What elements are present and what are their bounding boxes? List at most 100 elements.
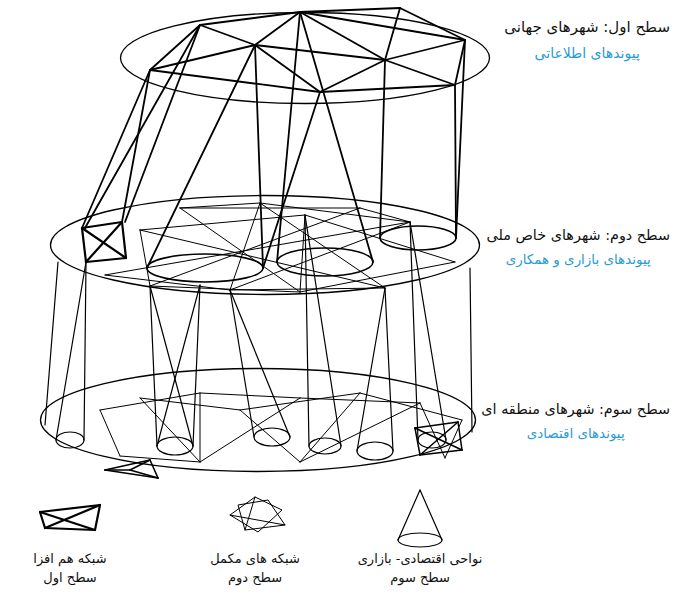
legend-text: شبکه هم افزا سطح اول (20, 550, 120, 588)
network-link (263, 92, 320, 268)
market-area (147, 254, 263, 282)
network-link (305, 215, 309, 446)
level-region: سطح سوم: شهرهای منطقه ایپیوندهای اقتصادی (40, 368, 476, 472)
network-link (300, 403, 420, 462)
network-link (150, 208, 360, 286)
level-ellipse (50, 195, 480, 295)
level-title: سطح اول: شهرهای جهانی (504, 18, 670, 38)
network-link (230, 290, 290, 437)
network-link (105, 222, 410, 275)
network-link (122, 70, 150, 222)
network-link (150, 45, 255, 70)
network-link (140, 230, 150, 286)
network-link (100, 410, 120, 456)
network-link (300, 398, 420, 403)
network-link (180, 208, 360, 209)
legend-text: شبکه های مکمل سطح دوم (200, 550, 310, 588)
level-label: سطح دوم: شهرهای خاص ملی پیوندهای بازاری و… (486, 226, 670, 268)
network-link (255, 45, 263, 268)
network-link (458, 422, 462, 450)
network-link (193, 285, 200, 446)
network-link (140, 398, 200, 462)
link-type: پیوندهای بازاری و همکاری (486, 251, 670, 268)
network-link (230, 290, 254, 437)
link-type: پیوندهای اطلاعاتی (504, 44, 670, 62)
network-link (470, 268, 472, 432)
network-link (360, 393, 462, 420)
network-link (200, 25, 255, 45)
network-link (130, 470, 158, 478)
network-link (200, 393, 201, 462)
network-link (140, 230, 385, 288)
legend-entry: نواحی اقتصادی- بازاری سطح سوم (345, 550, 495, 588)
network-link (245, 497, 255, 530)
network-link (122, 222, 126, 258)
network-link (56, 262, 86, 440)
network-link (240, 410, 300, 462)
network-link (277, 12, 300, 262)
network-link (180, 208, 300, 292)
network-link (260, 203, 385, 288)
level-title: سطح سوم: شهرهای منطقه ای (481, 400, 670, 419)
network-link (260, 203, 410, 222)
network-link (300, 215, 305, 292)
network-link (86, 258, 126, 262)
network-link (455, 85, 456, 238)
network-link (420, 403, 445, 458)
network-link (120, 456, 200, 462)
network-link (305, 215, 455, 262)
network-link (157, 285, 200, 446)
level-region: سطح اول: شهرهای جهانیپیوندهای اطلاعاتی (120, 12, 490, 104)
network-link (82, 228, 86, 262)
network-link (100, 393, 200, 410)
network-link (300, 8, 400, 12)
network-link (45, 528, 95, 530)
network-link (105, 469, 130, 471)
network-link (230, 222, 410, 290)
network-link (385, 8, 400, 60)
network-link (150, 286, 193, 446)
network-link (84, 262, 86, 440)
network-link (240, 393, 360, 410)
legend-text: نواحی اقتصادی- بازاری سطح سوم (345, 550, 495, 588)
level-region: سطح دوم: شهرهای خاص ملیپیوندهای بازاری و… (50, 195, 480, 295)
network-link (320, 60, 385, 92)
network-link (380, 60, 385, 238)
level-ellipse (120, 12, 490, 104)
legend-entry: شبکه های مکمل سطح دوم (200, 550, 310, 588)
network-link (200, 393, 300, 398)
network-link (200, 398, 300, 462)
network-link (180, 203, 260, 208)
network-link (385, 60, 455, 85)
network-link (360, 208, 410, 222)
market-area (277, 248, 373, 276)
market-area (398, 533, 442, 547)
network-link (305, 215, 341, 446)
network-link (255, 45, 385, 60)
link-type: پیوندهای اقتصادی (481, 425, 670, 442)
network-link (230, 515, 285, 525)
network-link (415, 428, 420, 455)
network-link (385, 288, 393, 451)
network-link (420, 422, 458, 455)
network-link (255, 12, 300, 45)
network-link (147, 45, 255, 268)
level-title: سطح دوم: شهرهای خاص ملی (486, 226, 670, 245)
network-link (456, 40, 465, 238)
network-link (45, 505, 100, 528)
market-area (357, 442, 393, 460)
network-link (40, 512, 95, 530)
network-link (300, 393, 360, 462)
network-link (385, 40, 465, 60)
market-area (157, 437, 193, 455)
market-area (254, 428, 290, 446)
level-ellipse (40, 368, 476, 472)
level-label: سطح اول: شهرهای جهانی پیوندهای اطلاعاتی (504, 18, 670, 62)
legend-icon (238, 500, 285, 530)
market-area (380, 226, 456, 250)
network-link (105, 470, 158, 478)
network-link (140, 398, 240, 410)
